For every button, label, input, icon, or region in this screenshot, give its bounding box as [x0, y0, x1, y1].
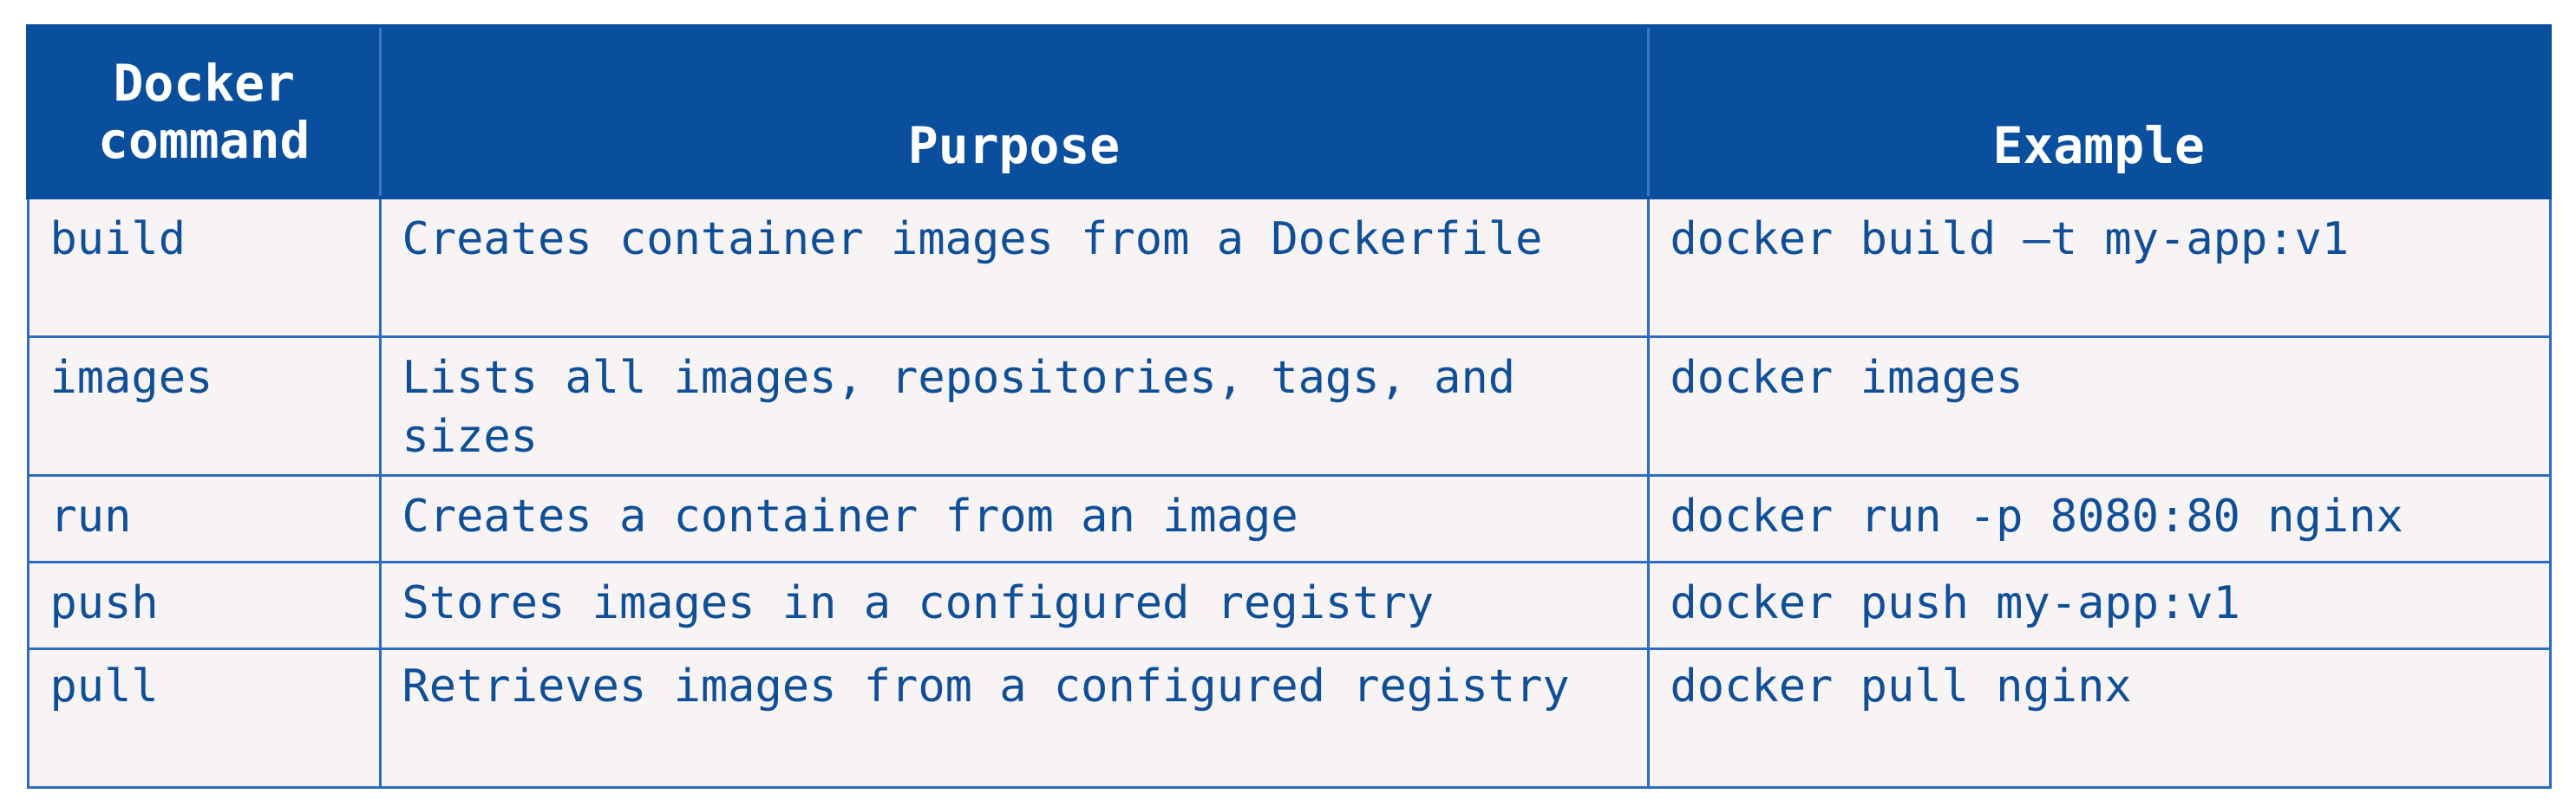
- header-docker-command: Docker command: [26, 24, 382, 199]
- cell-example: docker build –t my-app:v1: [1646, 196, 2552, 338]
- cell-command: pull: [26, 647, 382, 789]
- table-row: images Lists all images, repositories, t…: [26, 335, 2552, 477]
- header-example: Example: [1646, 24, 2552, 199]
- table-row: push Stores images in a configured regis…: [26, 560, 2552, 650]
- cell-command: push: [26, 560, 382, 650]
- table-header-row: Docker command Purpose Example: [26, 24, 2552, 199]
- cell-purpose: Stores images in a configured registry: [378, 560, 1650, 650]
- cell-command: run: [26, 473, 382, 563]
- cell-purpose: Lists all images, repositories, tags, an…: [378, 335, 1650, 477]
- cell-example: docker images: [1646, 335, 2552, 477]
- table-row: build Creates container images from a Do…: [26, 196, 2552, 338]
- cell-purpose: Creates container images from a Dockerfi…: [378, 196, 1650, 338]
- cell-example: docker push my-app:v1: [1646, 560, 2552, 650]
- header-purpose: Purpose: [378, 24, 1650, 199]
- cell-example: docker pull nginx: [1646, 647, 2552, 789]
- cell-purpose: Creates a container from an image: [378, 473, 1650, 563]
- cell-command: build: [26, 196, 382, 338]
- docker-commands-table-container: Docker command Purpose Example build Cre…: [26, 24, 2552, 789]
- table-row: run Creates a container from an image do…: [26, 473, 2552, 563]
- table-row: pull Retrieves images from a configured …: [26, 647, 2552, 789]
- docker-commands-table: Docker command Purpose Example build Cre…: [26, 24, 2552, 789]
- cell-purpose: Retrieves images from a configured regis…: [378, 647, 1650, 789]
- cell-command: images: [26, 335, 382, 477]
- cell-example: docker run -p 8080:80 nginx: [1646, 473, 2552, 563]
